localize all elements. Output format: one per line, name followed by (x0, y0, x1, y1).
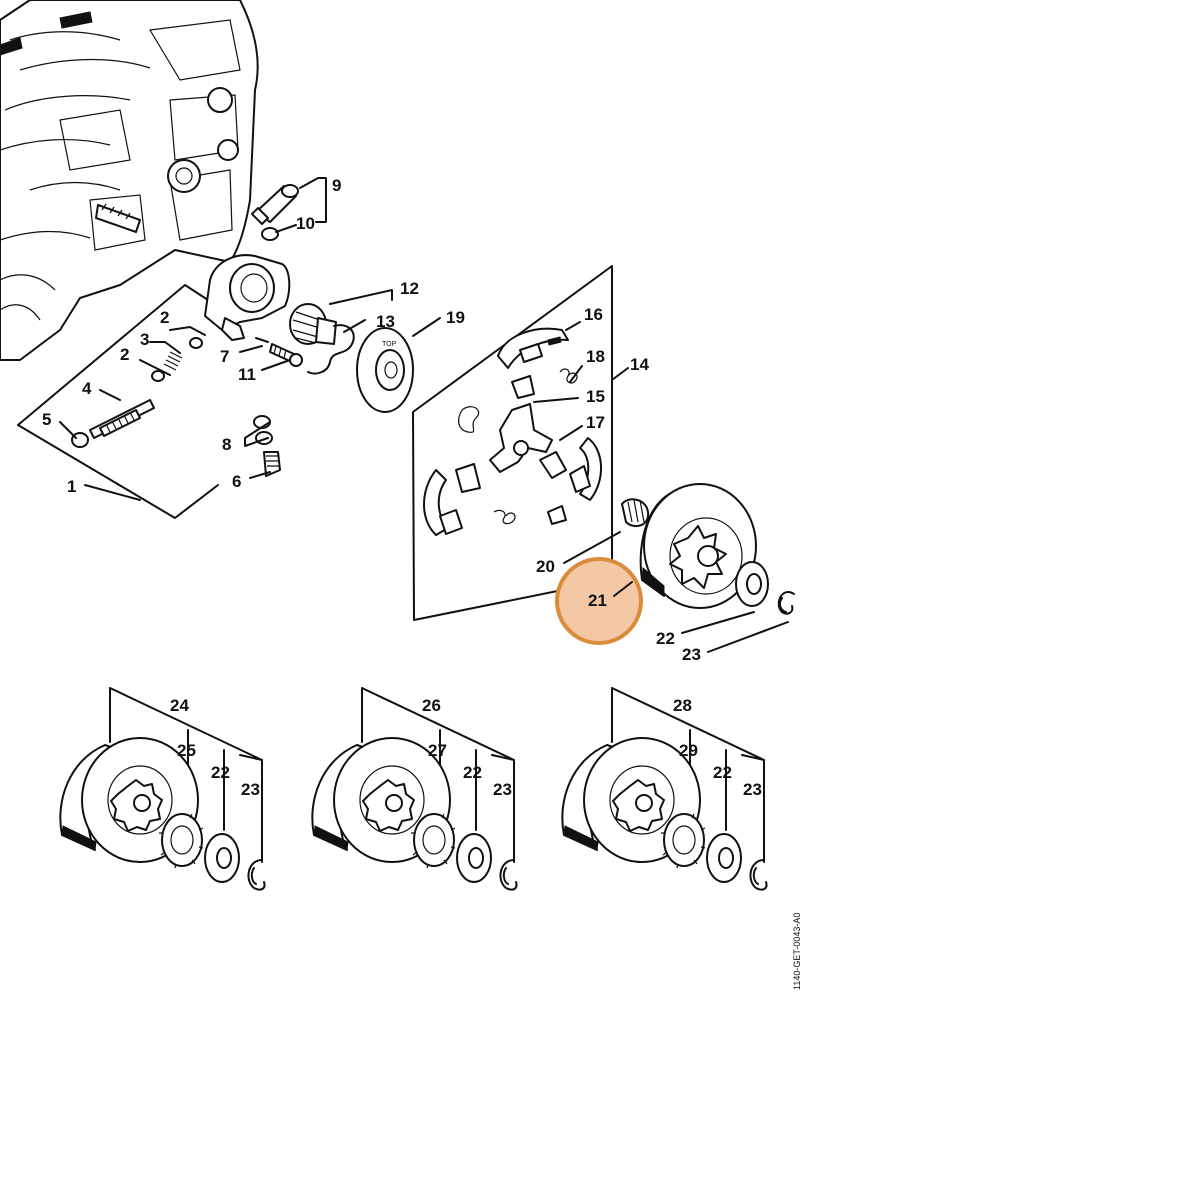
clutch-group (412, 265, 629, 621)
callout-25: 25 (177, 741, 196, 760)
callout-labels: 1 2 2 3 4 5 6 7 8 9 10 11 12 13 14 15 16… (42, 176, 762, 799)
callout-22b: 22 (211, 763, 230, 782)
engine-housing (0, 0, 259, 361)
thrust-plate: TOP (356, 317, 441, 413)
callout-12: 12 (400, 279, 419, 298)
callout-14: 14 (630, 355, 649, 374)
callout-27: 27 (428, 741, 447, 760)
callout-1: 1 (67, 477, 76, 496)
callout-9: 9 (332, 176, 341, 195)
callout-23c: 23 (493, 780, 512, 799)
rim-sprocket-assembly-24 (59, 687, 266, 891)
callout-2b: 2 (160, 308, 169, 327)
callout-16: 16 (584, 305, 603, 324)
callout-26: 26 (422, 696, 441, 715)
spur-sprocket-group (563, 483, 795, 653)
rim-sprocket-assembly-26 (311, 687, 518, 891)
callout-18: 18 (586, 347, 605, 366)
callout-21-highlight[interactable]: 21 (555, 557, 643, 645)
callout-15: 15 (586, 387, 605, 406)
callout-29: 29 (679, 741, 698, 760)
callout-8: 8 (222, 435, 231, 454)
callout-7: 7 (220, 347, 229, 366)
callout-22c: 22 (463, 763, 482, 782)
callout-22d: 22 (713, 763, 732, 782)
callout-22: 22 (656, 629, 675, 648)
callout-13: 13 (376, 312, 395, 331)
callout-17: 17 (586, 413, 605, 432)
callout-6: 6 (232, 472, 241, 491)
callout-5: 5 (42, 410, 51, 429)
thrust-plate-mark: TOP (382, 341, 397, 348)
callout-23b: 23 (241, 780, 260, 799)
document-code: 1140-GET-0043-A0 (792, 913, 802, 990)
rim-sprocket-assembly-28 (561, 687, 768, 891)
callout-23d: 23 (743, 780, 762, 799)
callout-19: 19 (446, 308, 465, 327)
callout-20: 20 (536, 557, 555, 576)
callout-24: 24 (170, 696, 189, 715)
callout-23: 23 (682, 645, 701, 664)
callout-2a: 2 (120, 345, 129, 364)
callout-28: 28 (673, 696, 692, 715)
callout-21: 21 (588, 591, 607, 610)
callout-3: 3 (140, 330, 149, 349)
oil-pump-group (17, 177, 393, 519)
callout-10: 10 (296, 214, 315, 233)
callout-4: 4 (82, 379, 92, 398)
callout-11: 11 (238, 365, 256, 384)
